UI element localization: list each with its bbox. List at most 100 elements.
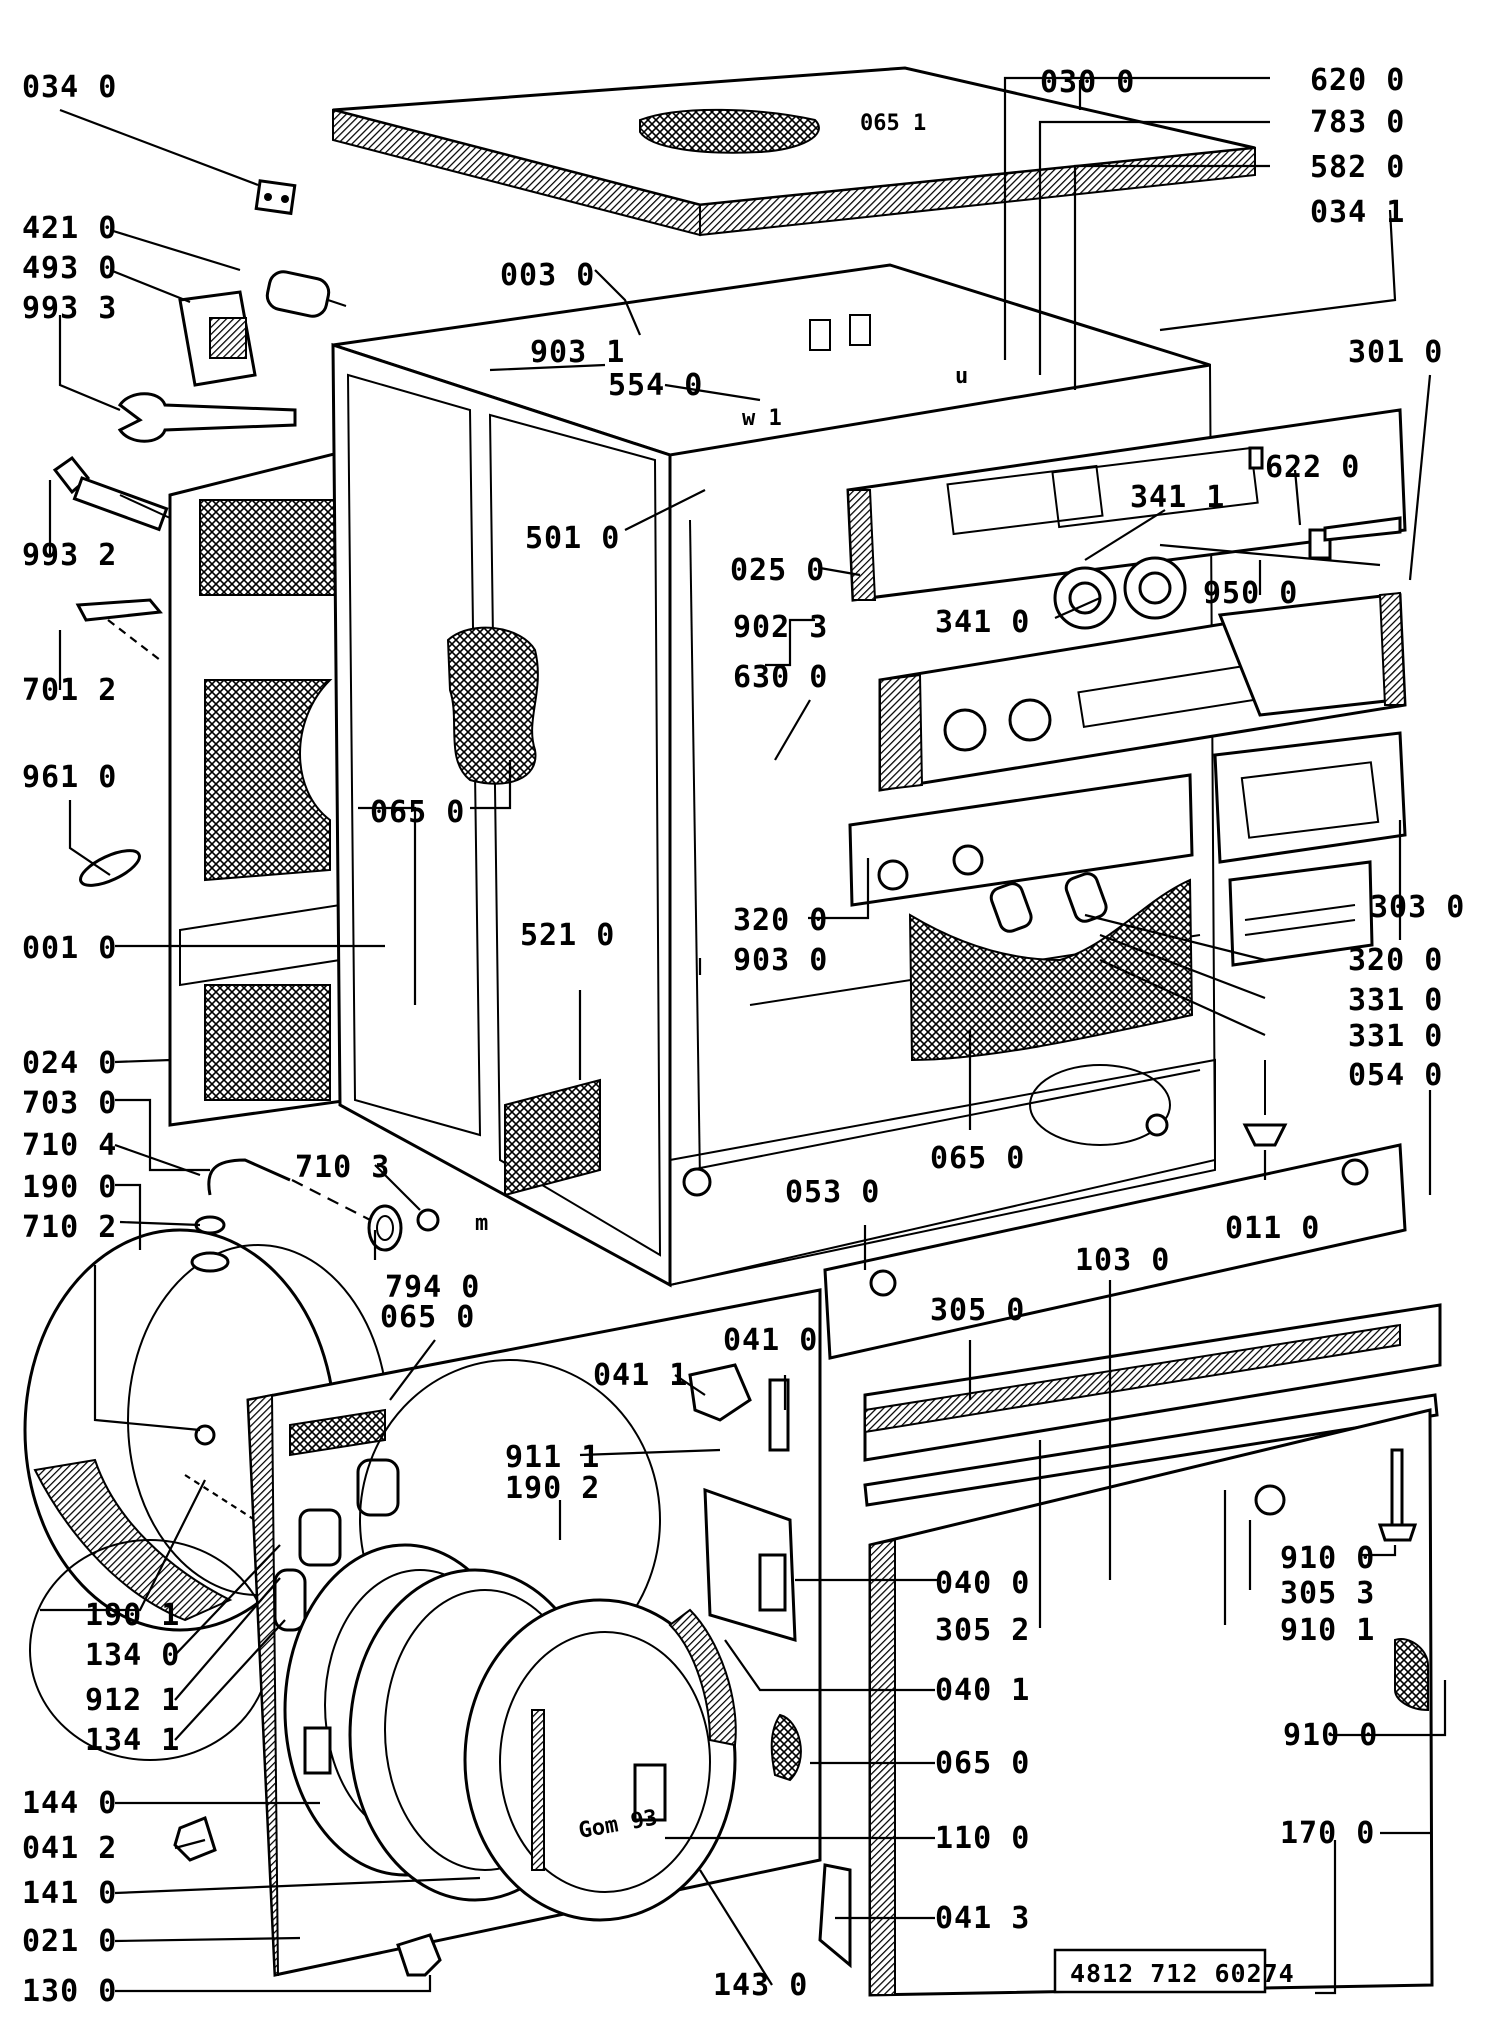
label-301-0: 301 0: [1348, 335, 1443, 370]
label-303-0: 303 0: [1370, 890, 1465, 925]
label-065-0-c: 065 0: [380, 1300, 475, 1335]
label-141-0: 141 0: [22, 1876, 117, 1911]
label-025-0: 025 0: [730, 553, 825, 588]
label-620-0: 620 0: [1310, 63, 1405, 98]
label-582-0: 582 0: [1310, 150, 1405, 185]
front-door-panel: [818, 1408, 1434, 1997]
door-assembly: [283, 1543, 737, 1922]
top-cover: [332, 66, 1256, 237]
clip-701-2: [75, 598, 163, 661]
label-w1: w 1: [742, 406, 782, 431]
label-144-0: 144 0: [22, 1786, 117, 1821]
ring-961-0: [79, 849, 141, 887]
left-side-panel: [168, 448, 352, 1127]
label-065-0-d: 065 0: [935, 1746, 1030, 1781]
label-041-1: 041 1: [593, 1358, 688, 1393]
label-305-0: 305 0: [930, 1293, 1025, 1328]
label-910-0-a: 910 0: [1280, 1541, 1375, 1576]
door-lock: [688, 1363, 790, 1452]
label-341-1: 341 1: [1130, 480, 1225, 515]
label-034-0: 034 0: [22, 70, 117, 105]
leader-lines: [40, 76, 1447, 1995]
label-331-0-a: 331 0: [1348, 983, 1443, 1018]
label-341-0: 341 0: [935, 605, 1030, 640]
control-unit: [846, 408, 1407, 630]
label-554-0: 554 0: [608, 368, 703, 403]
washer-305-3: [1254, 1484, 1286, 1516]
reference-number-box: 4812 712 60274: [1053, 1948, 1295, 1994]
door-hinge: [703, 1487, 797, 1643]
label-065-1: 065 1: [860, 111, 926, 136]
label-034-1: 034 1: [1310, 195, 1405, 230]
label-134-0: 134 0: [85, 1638, 180, 1673]
capacitor-421-0: [265, 270, 347, 318]
rating-plate: [1228, 860, 1374, 967]
foot-011-0: [1242, 1060, 1288, 1147]
plinth-grille: [863, 1303, 1442, 1507]
label-305-2: 305 2: [935, 1613, 1030, 1648]
label-710-4: 710 4: [22, 1128, 117, 1163]
label-331-0-b: 331 0: [1348, 1019, 1443, 1054]
label-903-0: 903 0: [733, 943, 828, 978]
label-794-0: 794 0: [385, 1270, 480, 1305]
label-130-0: 130 0: [22, 1974, 117, 2009]
label-902-3: 902 3: [733, 610, 828, 645]
bolt-993-2: [52, 455, 171, 532]
label-493-0: 493 0: [22, 251, 117, 286]
label-040-0: 040 0: [935, 1566, 1030, 1601]
label-103-0: 103 0: [1075, 1243, 1170, 1278]
reference-number: 4812 712 60274: [1070, 1959, 1295, 1988]
label-030-0: 030 0: [1040, 65, 1135, 100]
label-710-2: 710 2: [22, 1210, 117, 1245]
label-501-0: 501 0: [525, 521, 620, 556]
label-053-0: 053 0: [785, 1175, 880, 1210]
label-912-1: 912 1: [85, 1683, 180, 1718]
label-910-1: 910 1: [1280, 1613, 1375, 1648]
label-961-0: 961 0: [22, 760, 117, 795]
label-003-0: 003 0: [500, 258, 595, 293]
label-m: m: [475, 1211, 488, 1236]
label-041-3: 041 3: [935, 1901, 1030, 1936]
label-993-2: 993 2: [22, 538, 117, 573]
label-040-1: 040 1: [935, 1673, 1030, 1708]
filter-493-0: [178, 290, 257, 387]
part-labels: 034 0 030 0 065 1 620 0 783 0 582 0 034 …: [22, 63, 1465, 2009]
label-783-0: 783 0: [1310, 105, 1405, 140]
label-622-0: 622 0: [1265, 450, 1360, 485]
inner-insulation: [908, 878, 1194, 1062]
label-703-0: 703 0: [22, 1086, 117, 1121]
label-903-1: 903 1: [530, 335, 625, 370]
control-panel-front: [848, 773, 1194, 933]
label-041-0: 041 0: [723, 1323, 818, 1358]
label-521-0: 521 0: [520, 918, 615, 953]
screw-910-0: [1377, 1448, 1418, 1542]
label-190-2: 190 2: [505, 1471, 600, 1506]
label-065-0-a: 065 0: [370, 795, 465, 830]
plate-041-2: [173, 1816, 217, 1862]
bracket-034-0: [254, 179, 297, 216]
label-u: u: [955, 364, 968, 389]
label-041-2: 041 2: [22, 1831, 117, 1866]
label-001-0: 001 0: [22, 931, 117, 966]
wrench-993-3: [117, 392, 297, 443]
label-710-3: 710 3: [295, 1150, 390, 1185]
label-190-0: 190 0: [22, 1170, 117, 1205]
label-421-0: 421 0: [22, 211, 117, 246]
programmer-303-0: [1213, 731, 1407, 864]
label-021-0: 021 0: [22, 1924, 117, 1959]
label-054-0: 054 0: [1348, 1058, 1443, 1093]
label-065-0-b: 065 0: [930, 1141, 1025, 1176]
label-190-1: 190 1: [85, 1598, 180, 1633]
label-305-3: 305 3: [1280, 1576, 1375, 1611]
hose-703-0: [194, 1158, 381, 1235]
label-170-0: 170 0: [1280, 1816, 1375, 1851]
label-911-1: 911 1: [505, 1440, 600, 1475]
label-910-0-b: 910 0: [1283, 1718, 1378, 1753]
label-143-0: 143 0: [713, 1968, 808, 2003]
label-011-0: 011 0: [1225, 1211, 1320, 1246]
base-frame: [823, 1143, 1407, 1360]
label-024-0: 024 0: [22, 1046, 117, 1081]
label-320-0-b: 320 0: [1348, 943, 1443, 978]
label-701-2: 701 2: [22, 673, 117, 708]
